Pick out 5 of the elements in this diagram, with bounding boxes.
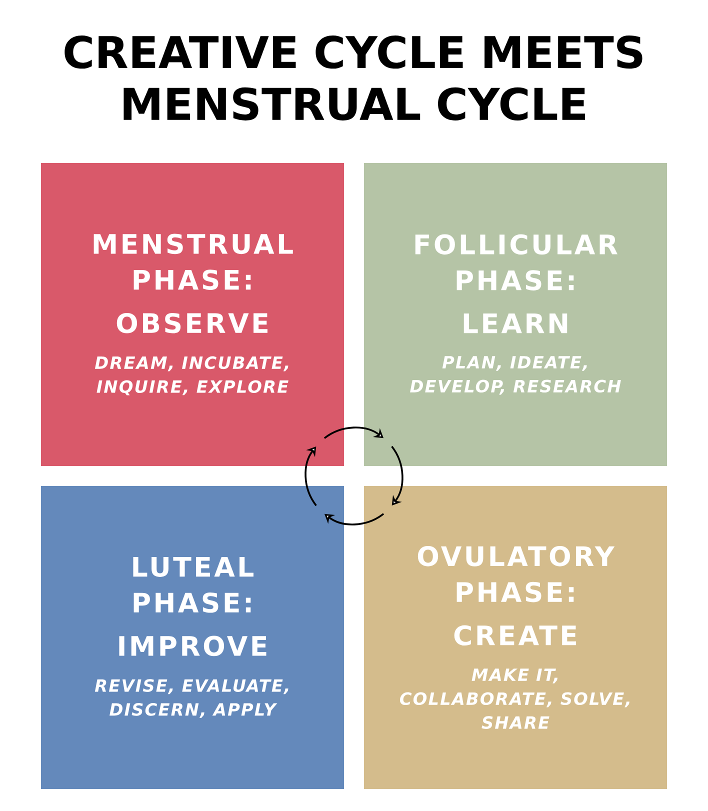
phase-box: MENSTRUAL PHASE: OBSERVE DREAM, INCUBATE, INQUIRE, EXPLORE [41,163,344,466]
phase-box: OVULATORY PHASE: CREATE MAKE IT, COLLABORATE, SOLVE, SHARE [364,486,667,789]
phase-box: FOLLICULAR PHASE: LEARN PLAN, IDEATE, DEVELOP, RESEARCH [364,163,667,466]
title: CREATIVE CYCLE MEETS MENSTRUAL CYCLE [64,36,642,120]
phase-box: LUTEAL PHASE: IMPROVE REVISE, EVALUATE, DISCERN, APPLY [41,486,344,789]
